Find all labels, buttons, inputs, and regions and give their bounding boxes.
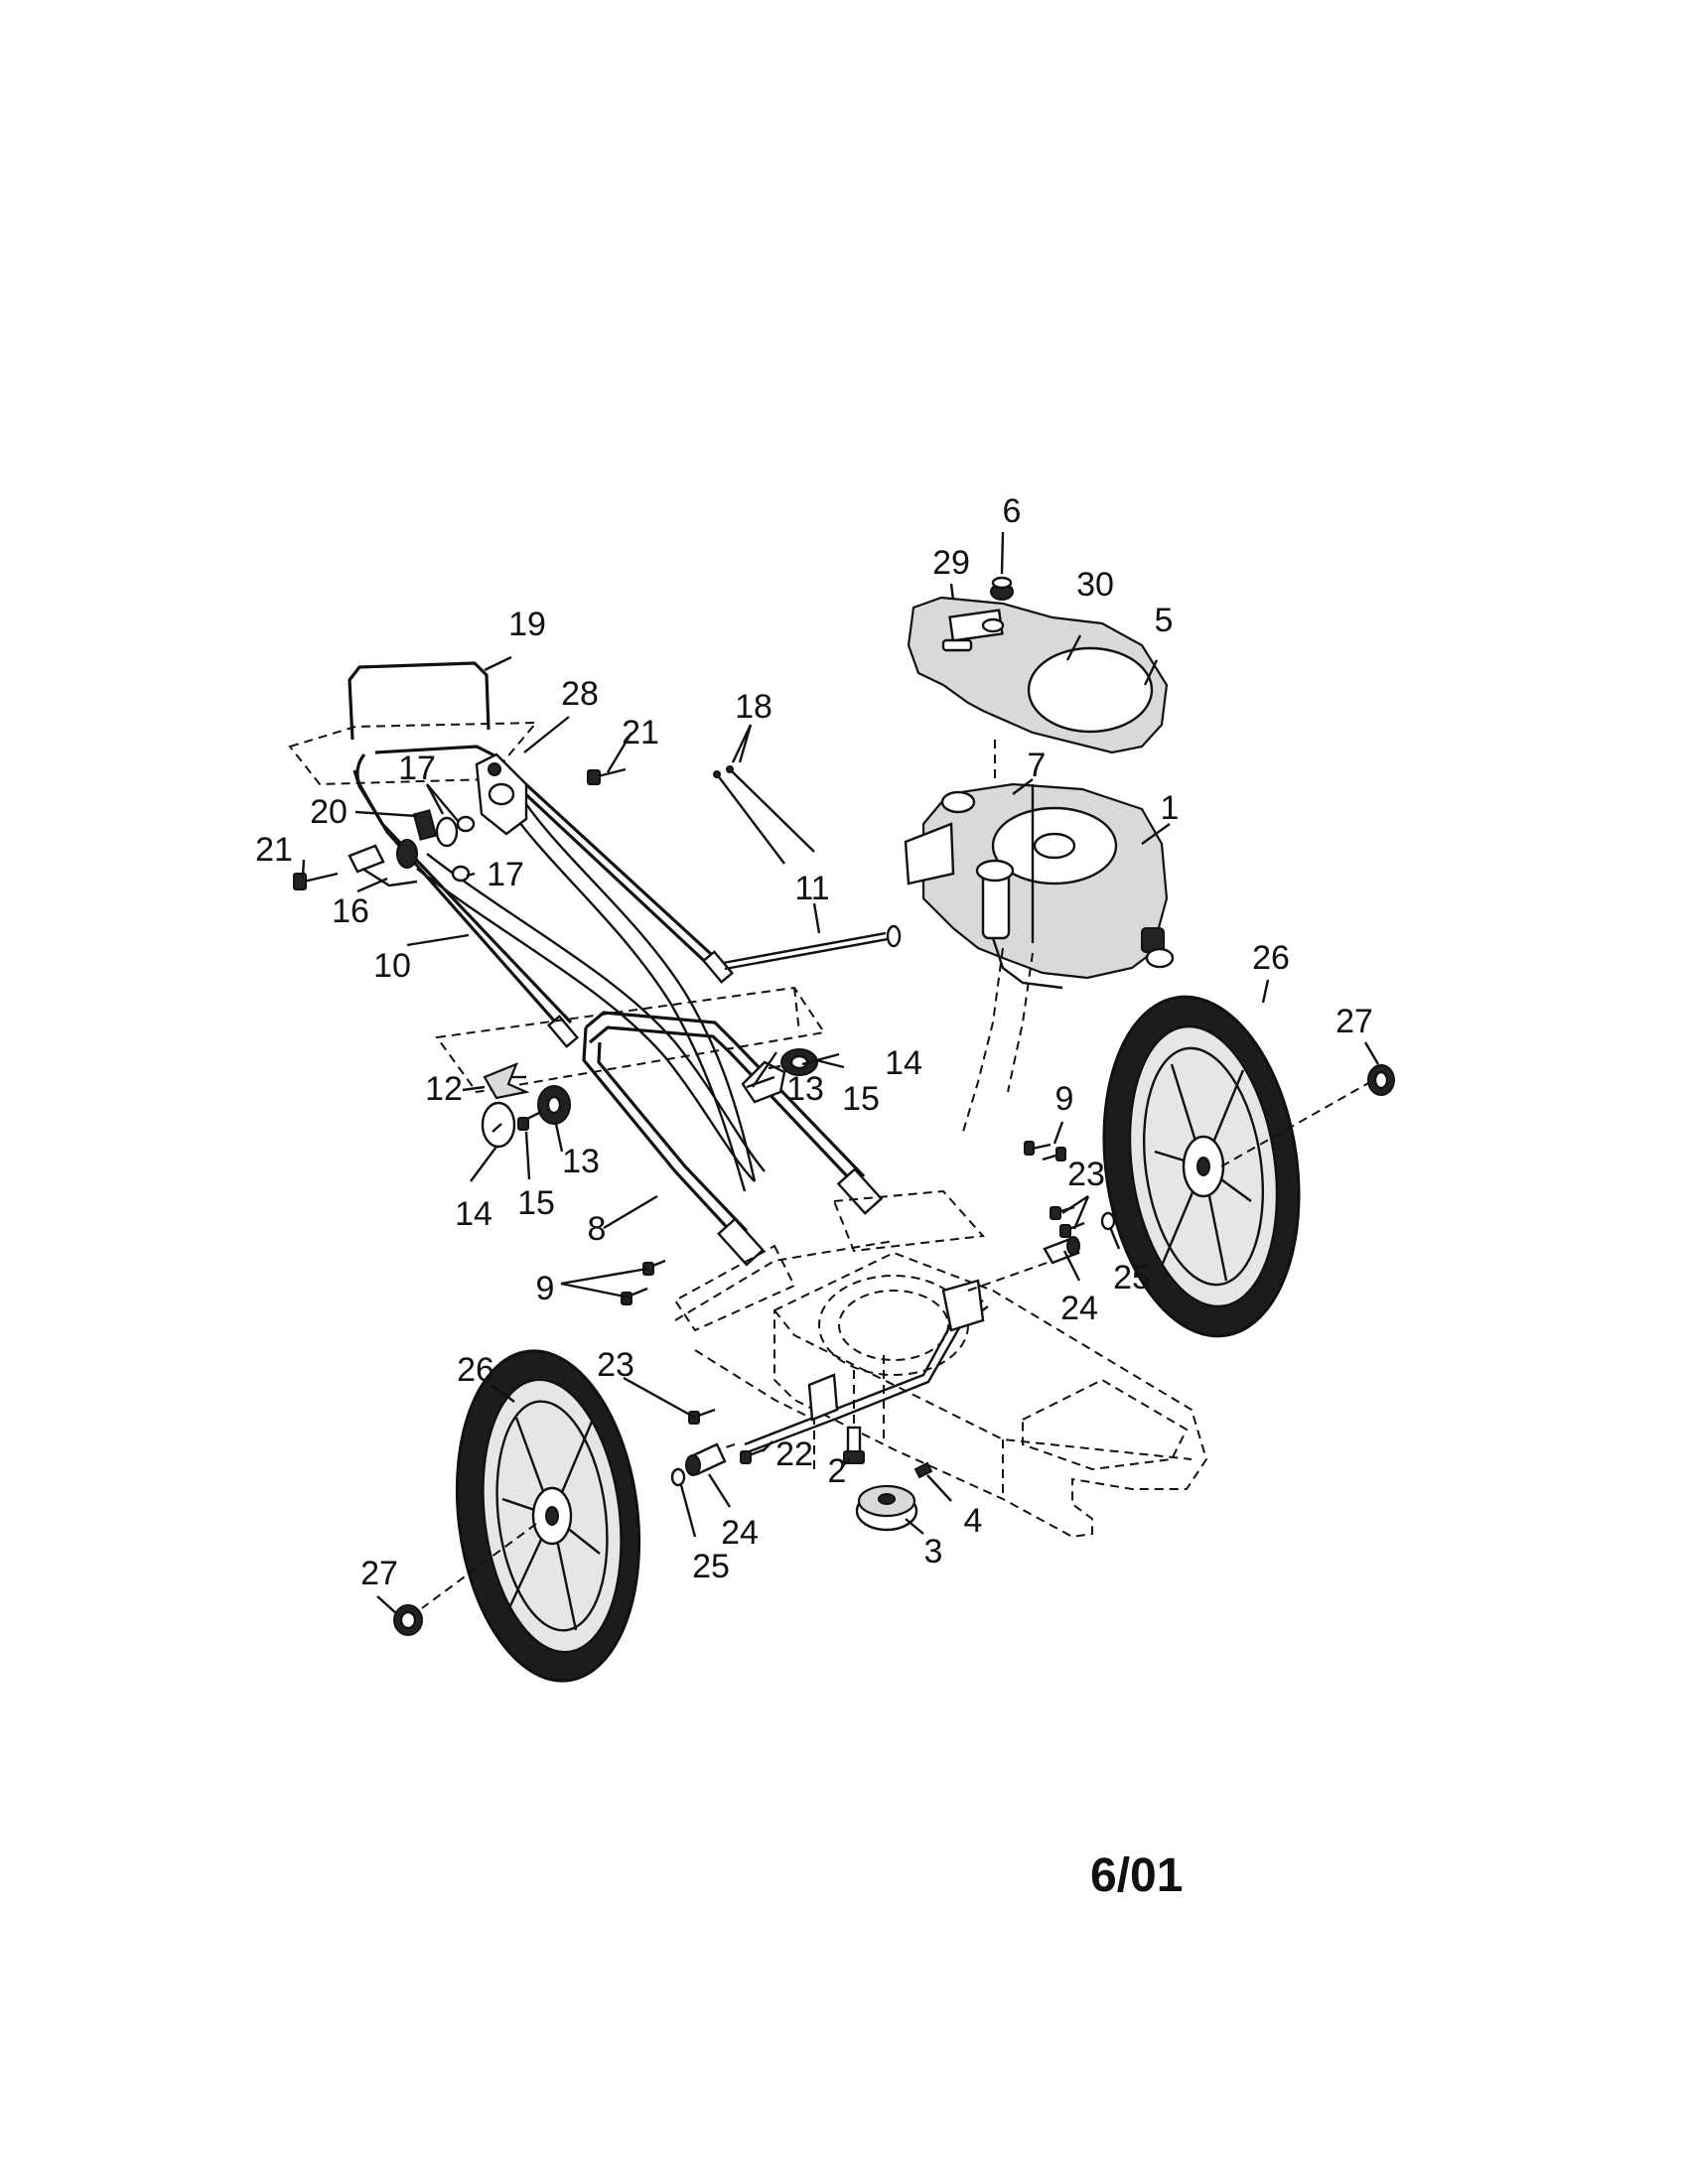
handle-assembly [288, 661, 986, 1332]
callout-21-left: 21 [255, 831, 293, 869]
callout-18: 18 [735, 688, 772, 726]
control-bracket [475, 752, 528, 836]
callout-27-left: 27 [360, 1555, 398, 1592]
callout-22: 22 [775, 1435, 813, 1473]
callout-labels: 1 2 3 4 5 6 7 8 9 9 10 11 12 13 13 14 14… [255, 492, 1373, 1592]
callout-9-right: 9 [1055, 1080, 1074, 1118]
pulley-3 [855, 1484, 918, 1532]
long-bolt-11 [722, 924, 902, 971]
date-code: 6/01 [1090, 1849, 1184, 1902]
callout-20: 20 [310, 793, 348, 831]
bolt-21-right [587, 767, 627, 785]
bushing-24-right [1043, 1236, 1080, 1265]
callout-21-right: 21 [622, 714, 659, 751]
callout-23-right: 23 [1067, 1156, 1105, 1193]
engine [904, 740, 1175, 1133]
washer-13-right [741, 1060, 786, 1104]
callout-19: 19 [508, 606, 546, 643]
knob-14-right [768, 1048, 818, 1076]
hub-cap-27-right [1367, 1064, 1395, 1096]
callout-17-lower: 17 [487, 856, 524, 893]
callout-26-left: 26 [457, 1351, 494, 1389]
callout-28: 28 [561, 675, 599, 713]
wheel-26-left [421, 1349, 641, 1683]
callout-25-right: 25 [1113, 1259, 1151, 1297]
callout-15-right: 15 [842, 1080, 880, 1118]
bolts-9-right [1024, 1141, 1066, 1161]
callout-24-left: 24 [721, 1514, 759, 1552]
wheel-26-right [1102, 995, 1371, 1338]
callout-6: 6 [1003, 492, 1022, 530]
key-4 [913, 1461, 933, 1479]
hub-cap-27-left [393, 1604, 423, 1636]
callout-24-right: 24 [1060, 1290, 1098, 1327]
callout-12: 12 [425, 1070, 463, 1108]
callout-13-right: 13 [786, 1070, 824, 1108]
callout-14-right: 14 [885, 1044, 922, 1082]
throttle-lever [348, 809, 459, 887]
callout-5: 5 [1155, 602, 1174, 639]
callout-27-right: 27 [1335, 1003, 1373, 1040]
callout-1: 1 [1161, 789, 1180, 827]
nut-17-lower [451, 865, 471, 883]
knob-12 [483, 1062, 530, 1100]
bushing-24-left [685, 1442, 727, 1476]
knob-14-left [481, 1101, 516, 1149]
callout-7: 7 [1028, 747, 1047, 784]
washer-13-left [537, 1085, 571, 1125]
washer-25-right [1100, 1211, 1116, 1231]
callout-4: 4 [964, 1502, 983, 1540]
bolt-21-left [293, 872, 339, 890]
callout-23-left: 23 [597, 1346, 634, 1384]
callout-15-left: 15 [517, 1184, 555, 1222]
callout-16: 16 [332, 892, 369, 930]
bolt-2 [843, 1426, 865, 1464]
leader-lines [301, 531, 1380, 1615]
trimmer-deck [674, 1240, 1208, 1539]
callout-10: 10 [373, 947, 411, 985]
rods-18 [713, 765, 815, 865]
callout-30: 30 [1076, 566, 1114, 604]
callout-11: 11 [794, 870, 829, 907]
callout-8: 8 [588, 1210, 607, 1248]
callout-17-upper: 17 [398, 750, 436, 787]
callout-9-left: 9 [536, 1270, 555, 1307]
washer-25-left [670, 1467, 686, 1487]
nut-17-upper [456, 815, 476, 833]
callout-25-left: 25 [692, 1548, 730, 1585]
shroud-knob [990, 576, 1014, 601]
engine-shroud [907, 596, 1169, 754]
callout-14-left: 14 [455, 1195, 492, 1233]
callout-26-right: 26 [1252, 939, 1290, 977]
bolts-23-right [1050, 1205, 1085, 1238]
callout-2: 2 [828, 1452, 847, 1490]
bolt-15-left [517, 1110, 542, 1131]
callout-29: 29 [932, 544, 970, 582]
callout-13-left: 13 [562, 1143, 600, 1180]
callout-3: 3 [924, 1533, 943, 1570]
